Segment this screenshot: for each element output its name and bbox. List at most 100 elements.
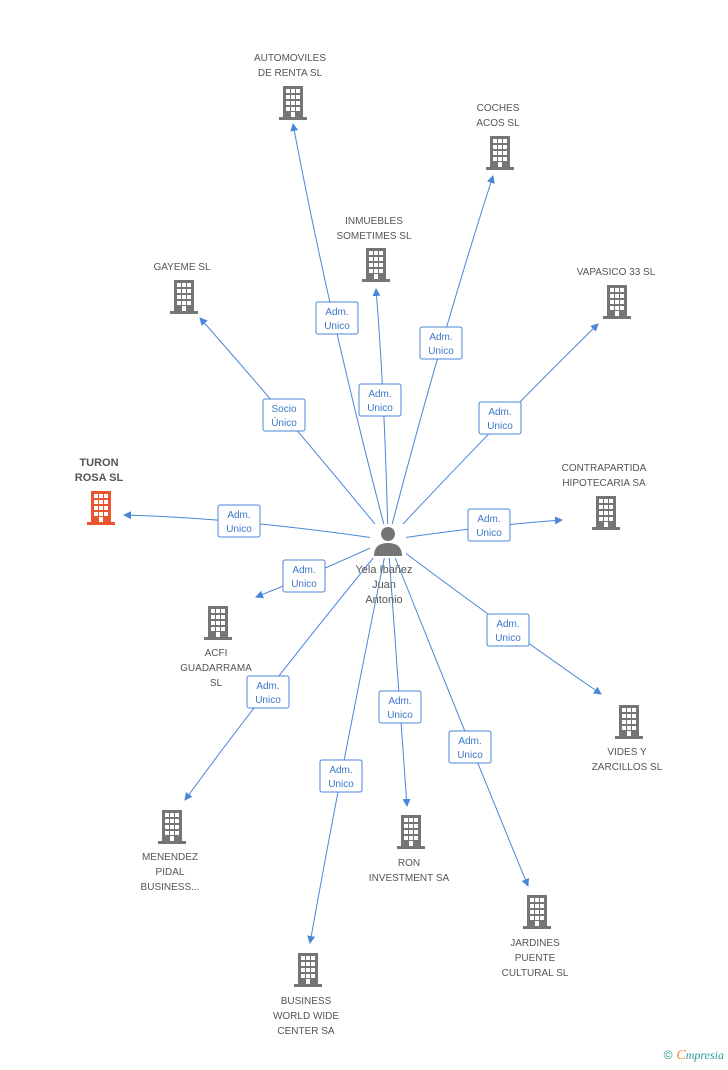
role-text: Adm.	[458, 736, 481, 747]
role-badge-box	[282, 559, 326, 593]
role-badge-jardines[interactable]: Adm. Unico	[448, 730, 492, 764]
company-node-menendez[interactable]: MENENDEZPIDALBUSINESS...	[141, 810, 200, 893]
role-badge-business[interactable]: Adm. Unico	[319, 759, 363, 793]
role-badge-box	[319, 759, 363, 793]
company-name-line: CULTURAL SL	[502, 968, 569, 979]
role-text: Adm.	[429, 332, 452, 343]
building-icon	[362, 248, 390, 282]
role-badge-ron[interactable]: Adm.Unico	[378, 690, 422, 724]
company-name-line: COCHES	[477, 103, 520, 114]
person-name-line: Yela Ibañez	[355, 564, 412, 576]
role-text: Unico	[291, 579, 317, 590]
company-name-line: HIPOTECARIA SA	[562, 478, 646, 489]
empresia-logo: ©Cmpresia	[664, 1048, 724, 1064]
company-name-line: ACFI	[205, 648, 228, 659]
role-text: Adm.	[325, 307, 348, 318]
role-text: Unico	[487, 421, 513, 432]
role-text: Adm.	[388, 696, 411, 707]
role-text: Adm.	[292, 565, 315, 576]
role-text: Adm.	[488, 407, 511, 418]
building-icon	[523, 895, 551, 929]
building-icon	[603, 285, 631, 319]
company-node-acfi[interactable]: ACFI GUADARRAMA SL	[180, 606, 252, 689]
company-node-automoviles[interactable]: AUTOMOVILES DE RENTA SL	[254, 53, 326, 120]
company-name-line: GUADARRAMA	[180, 663, 252, 674]
role-text: Unico	[328, 779, 354, 790]
company-name-line: ACOS SL	[476, 118, 520, 129]
person-name-line: Antonio	[365, 594, 402, 606]
building-icon	[294, 953, 322, 987]
role-text: Unico	[255, 695, 281, 706]
role-badge-box	[246, 675, 290, 709]
company-node-vapasico[interactable]: VAPASICO 33 SL	[577, 267, 656, 319]
role-text: Unico	[476, 528, 502, 539]
role-text: Unico	[367, 403, 393, 414]
company-name-line: GAYEME SL	[153, 262, 210, 273]
company-name-line: DE RENTA SL	[258, 68, 323, 79]
role-badge-box	[467, 508, 511, 542]
company-name-line: INMUEBLES	[345, 216, 403, 227]
company-node-coches[interactable]: COCHES ACOS SL	[476, 103, 520, 170]
role-text: Adm.	[477, 514, 500, 525]
role-text: Unico	[428, 346, 454, 357]
role-badge-menendez[interactable]: Adm.Unico	[246, 675, 290, 709]
building-icon	[158, 810, 186, 844]
role-text: Unico	[324, 321, 350, 332]
role-badge-automoviles[interactable]: Adm. Unico	[315, 301, 359, 335]
building-icon	[204, 606, 232, 640]
role-badge-vapasico[interactable]: Adm. Unico	[478, 401, 522, 435]
role-badge-box	[448, 730, 492, 764]
company-name-line: AUTOMOVILES	[254, 53, 326, 64]
company-name-line: VIDES Y	[607, 747, 647, 758]
role-badge-box	[217, 504, 261, 538]
building-icon	[279, 86, 307, 120]
role-text: Unico	[495, 633, 521, 644]
company-node-gayeme[interactable]: GAYEME SL	[153, 262, 211, 314]
role-badge-box	[486, 613, 530, 647]
role-text: Único	[271, 416, 297, 429]
company-name-line: SL	[210, 678, 223, 689]
building-icon	[170, 280, 198, 314]
company-name-line: ROSA SL	[75, 472, 124, 484]
building-icon	[592, 496, 620, 530]
edge-business	[307, 539, 389, 944]
company-name-line: TURON	[79, 457, 118, 469]
role-badge-box	[419, 326, 463, 360]
role-text: Adm.	[227, 510, 250, 521]
role-badge-box	[262, 398, 306, 432]
role-text: Adm.	[368, 389, 391, 400]
company-name-line: PUENTE	[515, 953, 556, 964]
role-text: Unico	[457, 750, 483, 761]
company-name-line: WORLD WIDE	[273, 1011, 339, 1022]
company-name-line: CONTRAPARTIDA	[562, 463, 647, 474]
company-node-contrapartida[interactable]: CONTRAPARTIDA HIPOTECARIA SA	[562, 463, 647, 530]
company-name-line: BUSINESS	[281, 996, 332, 1007]
role-badge-coches[interactable]: Adm. Unico	[419, 326, 463, 360]
company-name-line: SOMETIMES SL	[336, 231, 411, 242]
company-name-line: INVESTMENT SA	[369, 873, 450, 884]
company-node-inmuebles[interactable]: INMUEBLES SOMETIMES SL	[336, 216, 412, 282]
building-icon	[615, 705, 643, 739]
role-badge-box	[315, 301, 359, 335]
company-name-line: BUSINESS...	[141, 882, 200, 893]
company-name-line: MENENDEZ	[142, 852, 198, 863]
role-badge-vides[interactable]: Adm.Unico	[486, 613, 530, 647]
role-badge-acfi[interactable]: Adm. Unico	[282, 559, 326, 593]
brand-initial: C	[676, 1048, 686, 1063]
role-badge-inmuebles[interactable]: Adm. Unico	[358, 383, 402, 417]
edge-jardines	[387, 539, 530, 887]
role-badge-turon[interactable]: Adm. Unico	[217, 504, 261, 538]
person-icon-body	[374, 543, 402, 556]
role-text: Unico	[226, 524, 252, 535]
company-node-turon[interactable]: TURON ROSA SL	[75, 457, 124, 525]
building-icon	[486, 136, 514, 170]
edge-ron	[387, 539, 411, 807]
role-text: Adm.	[329, 765, 352, 776]
role-badge-contrapartida[interactable]: Adm. Unico	[467, 508, 511, 542]
